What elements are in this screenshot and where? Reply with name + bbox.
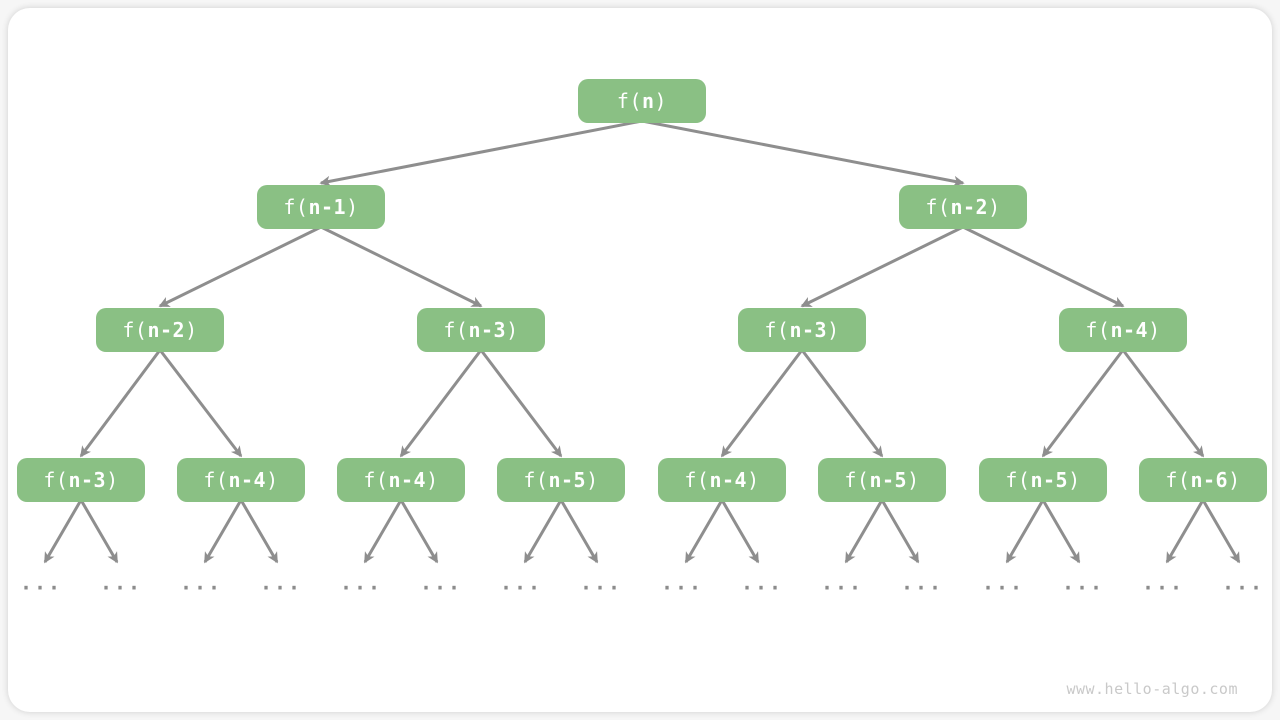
ellipsis-label: ... [579, 570, 623, 595]
tree-node: f(n-4) [337, 458, 465, 502]
tree-node: f(n-3) [17, 458, 145, 502]
tree-node: f(n-2) [96, 308, 224, 352]
watermark: www.hello-algo.com [1066, 680, 1238, 698]
ellipsis-label: ... [339, 570, 383, 595]
ellipsis-label: ... [179, 570, 223, 595]
ellipsis-label: ... [1061, 570, 1105, 595]
ellipsis-label: ... [1141, 570, 1185, 595]
ellipsis-label: ... [740, 570, 784, 595]
tree-node: f(n-4) [1059, 308, 1187, 352]
tree-node: f(n-4) [658, 458, 786, 502]
tree-node: f(n-4) [177, 458, 305, 502]
ellipsis-label: ... [259, 570, 303, 595]
ellipsis-label: ... [900, 570, 944, 595]
tree-node: f(n-2) [899, 185, 1027, 229]
ellipsis-label: ... [499, 570, 543, 595]
tree-node: f(n-5) [818, 458, 946, 502]
tree-node: f(n-1) [257, 185, 385, 229]
ellipsis-label: ... [99, 570, 143, 595]
ellipsis-label: ... [660, 570, 704, 595]
ellipsis-label: ... [419, 570, 463, 595]
tree-node: f(n) [578, 79, 706, 123]
tree-node: f(n-3) [738, 308, 866, 352]
tree-node: f(n-5) [497, 458, 625, 502]
ellipsis-label: ... [820, 570, 864, 595]
tree-node: f(n-3) [417, 308, 545, 352]
ellipsis-label: ... [19, 570, 63, 595]
tree-node: f(n-5) [979, 458, 1107, 502]
ellipsis-label: ... [981, 570, 1025, 595]
ellipsis-label: ... [1221, 570, 1265, 595]
tree-node: f(n-6) [1139, 458, 1267, 502]
